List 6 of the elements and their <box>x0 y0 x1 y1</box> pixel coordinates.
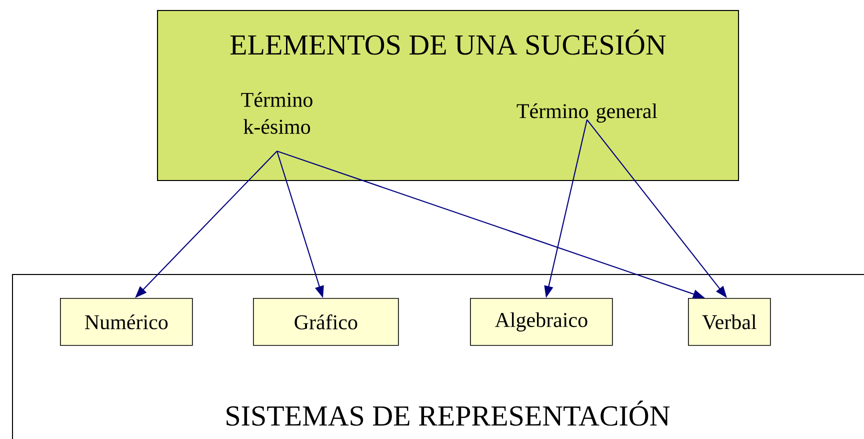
category-box: Gráfico <box>253 298 399 346</box>
term-label: Término k-ésimo <box>241 92 312 134</box>
category-box: Verbal <box>688 298 771 346</box>
category-box: Numérico <box>60 298 193 346</box>
term-label: Término general <box>516 103 658 123</box>
category-box: Algebraico <box>470 298 613 346</box>
